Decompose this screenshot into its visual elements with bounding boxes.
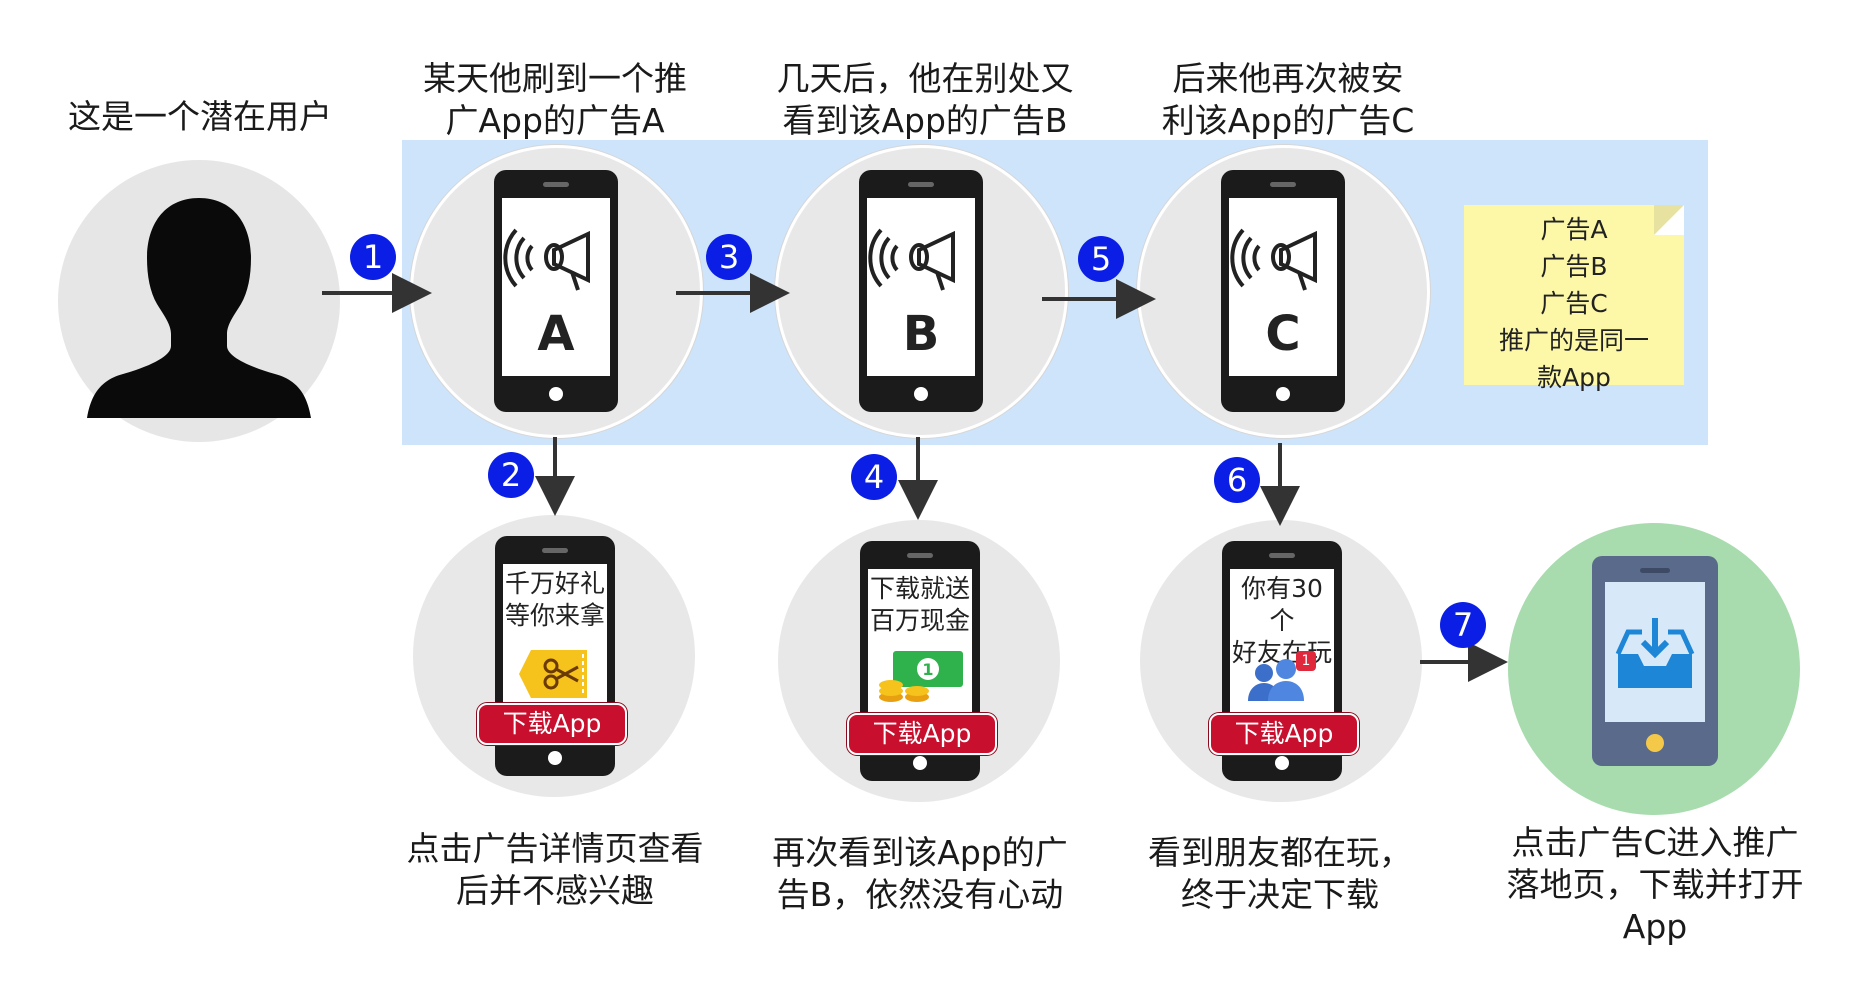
step-badge-4: 4 xyxy=(851,454,897,500)
caption-user: 这是一个潜在用户 xyxy=(68,97,332,136)
megaphone-icon xyxy=(503,228,590,291)
detail-a-text: 千万好礼 等你来拿 xyxy=(504,569,605,630)
phone-home-button xyxy=(1276,387,1290,401)
download-button-b[interactable]: 下载App xyxy=(847,713,997,755)
phone-home-button xyxy=(913,756,927,770)
user-circle xyxy=(58,160,340,442)
download-button-a[interactable]: 下载App xyxy=(477,703,627,745)
caption-step-c: 后来他再次被安 利该App的广告C xyxy=(1161,59,1415,140)
ad-letter: A xyxy=(537,306,575,362)
download-inbox-icon xyxy=(1615,618,1695,688)
sticky-note: 广告A 广告B 广告C 推广的是同一 款App xyxy=(1464,205,1684,392)
phone-screen: A xyxy=(502,198,610,376)
user-silhouette-icon xyxy=(87,198,311,418)
ad-b-phone[interactable]: B xyxy=(859,170,983,412)
phone-home-button xyxy=(549,387,563,401)
step-badge-1: 1 xyxy=(350,234,396,280)
landing-home-button xyxy=(1646,734,1664,752)
note-fold xyxy=(1654,205,1684,235)
step-badge-7: 7 xyxy=(1440,602,1486,648)
step-badge-6: 6 xyxy=(1214,457,1260,503)
caption-react-c: 看到朋友都在玩， 终于决定下载 xyxy=(1148,833,1412,914)
phone-screen: B xyxy=(867,198,975,376)
step-badge-5: 5 xyxy=(1078,236,1124,282)
ad-c-phone[interactable]: C xyxy=(1221,170,1345,412)
phone-speaker xyxy=(542,548,568,553)
ad-letter: B xyxy=(902,306,940,362)
caption-react-b: 再次看到该App的广 告B，依然没有心动 xyxy=(772,833,1068,914)
caption-step-b: 几天后，他在别处又 看到该App的广告B xyxy=(776,59,1074,140)
step-badge-3: 3 xyxy=(706,234,752,280)
detail-b-text: 下载就送 百万现金 xyxy=(869,574,970,635)
ad-letter: C xyxy=(1265,306,1301,362)
phone-home-button xyxy=(548,751,562,765)
landing-phone[interactable] xyxy=(1592,556,1718,766)
phone-home-button xyxy=(914,387,928,401)
step-badge-2: 2 xyxy=(488,452,534,498)
phone-screen: C xyxy=(1229,198,1337,376)
cash-money-icon: 1 xyxy=(879,651,963,702)
caption-step-a: 某天他刷到一个推 广App的广告A xyxy=(423,59,687,140)
megaphone-icon xyxy=(868,228,955,291)
caption-react-a: 点击广告详情页查看 后并不感兴趣 xyxy=(406,829,704,910)
phone-home-button xyxy=(1275,756,1289,770)
phone-speaker xyxy=(908,182,934,187)
phone-speaker xyxy=(543,182,569,187)
megaphone-icon xyxy=(1230,228,1317,291)
svg-text:1: 1 xyxy=(922,660,933,679)
caption-final: 点击广告C进入推广 落地页，下载并打开 App xyxy=(1506,823,1804,946)
note-text: 广告A 广告B 广告C 推广的是同一 款App xyxy=(1498,215,1649,392)
phone-speaker xyxy=(907,553,933,558)
coupon-scissors-icon xyxy=(519,650,587,698)
phone-speaker xyxy=(1270,182,1296,187)
download-button-c[interactable]: 下载App xyxy=(1209,713,1359,755)
phone-speaker xyxy=(1269,553,1295,558)
friends-icon xyxy=(1248,651,1316,701)
notification-count: 1 xyxy=(1301,653,1311,669)
ad-a-phone[interactable]: A xyxy=(494,170,618,412)
landing-speaker xyxy=(1640,568,1670,573)
